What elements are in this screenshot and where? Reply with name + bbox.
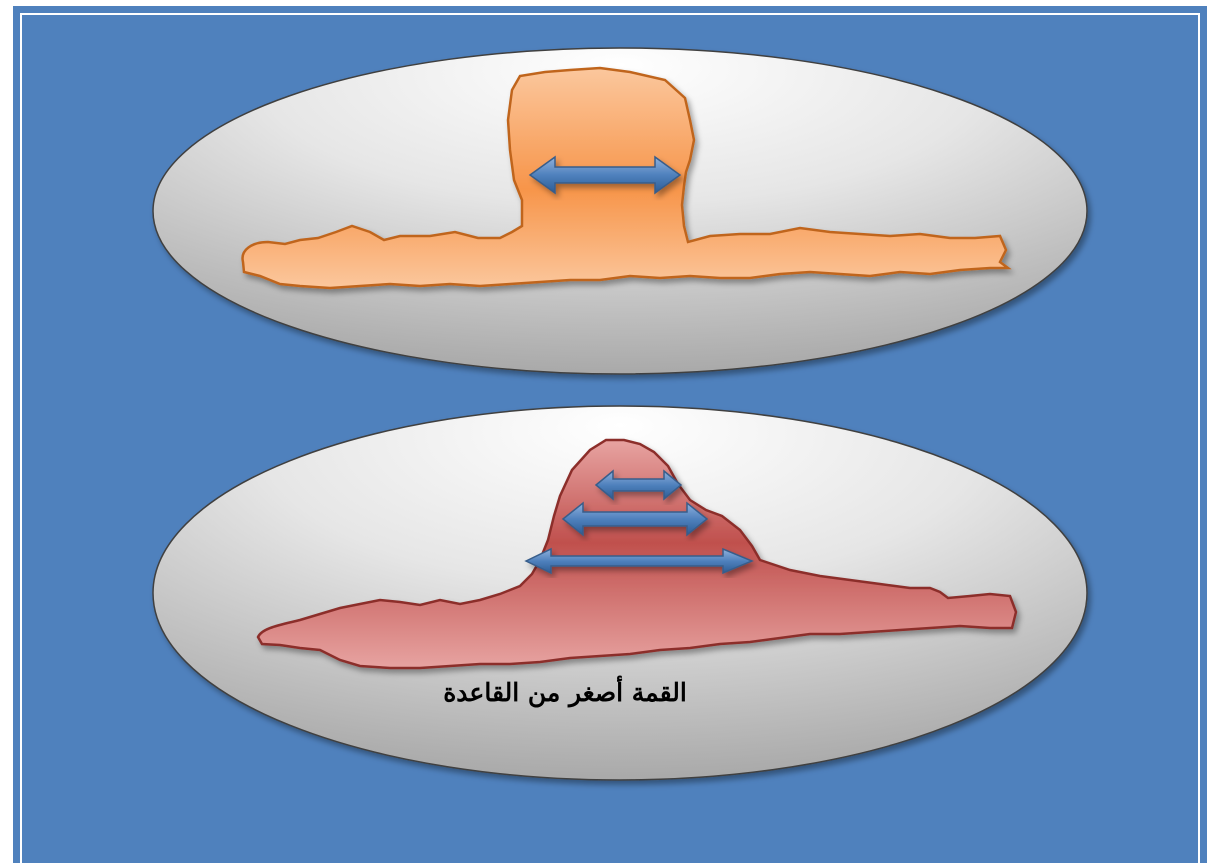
diagram-caption: القمة أصغر من القاعدة <box>400 678 730 707</box>
top-panel <box>153 48 1087 374</box>
bottom-panel <box>153 406 1087 780</box>
